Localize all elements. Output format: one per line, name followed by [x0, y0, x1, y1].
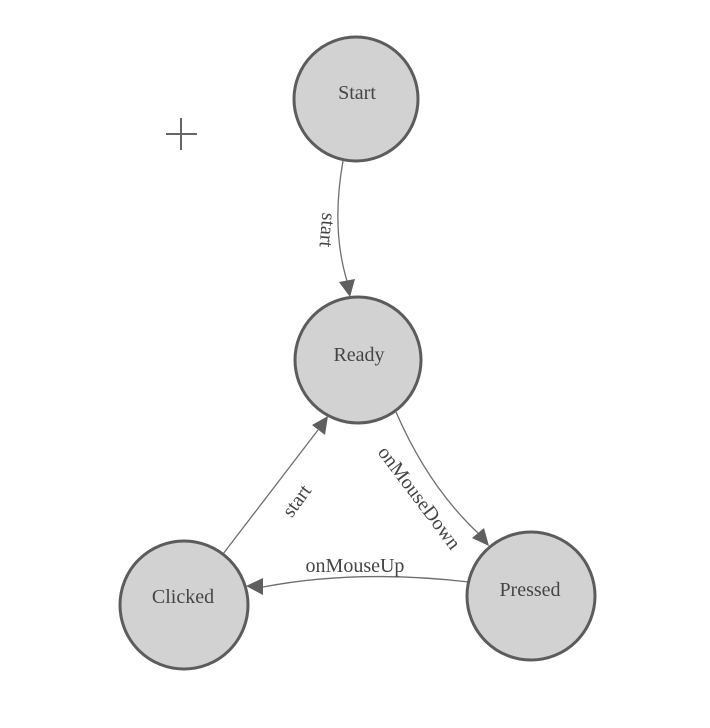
edge-label-onmouseup: onMouseUp	[306, 555, 405, 577]
node-label: Clicked	[152, 586, 214, 608]
state-node-ready[interactable]: Ready	[293, 295, 423, 425]
node-label: Start	[338, 82, 376, 104]
edge-label-start-bottom: start	[278, 480, 316, 521]
node-circle[interactable]	[293, 295, 423, 425]
state-node-clicked[interactable]: Clicked	[118, 539, 250, 671]
node-label: Ready	[333, 344, 384, 366]
transition-edge-pressed-to-clicked[interactable]: onMouseUp	[246, 555, 470, 595]
edge-path[interactable]	[262, 575, 470, 588]
arrowhead-icon	[246, 578, 263, 595]
node-circle[interactable]	[465, 530, 597, 662]
arrowhead-icon	[339, 279, 355, 297]
state-node-start[interactable]: Start	[292, 35, 420, 163]
node-circle[interactable]	[118, 539, 250, 671]
edge-path[interactable]	[337, 160, 348, 282]
node-label: Pressed	[499, 579, 560, 601]
edge-label-start-top: start	[315, 212, 340, 249]
transition-edge-clicked-to-ready[interactable]: start	[222, 416, 328, 555]
transition-edge-ready-to-pressed[interactable]: onMouseDown	[373, 411, 489, 554]
edge-path[interactable]	[222, 429, 319, 555]
arrowhead-icon	[472, 528, 489, 546]
edge-path[interactable]	[395, 411, 479, 534]
node-circle[interactable]	[292, 35, 420, 163]
state-node-pressed[interactable]: Pressed	[465, 530, 597, 662]
crosshair-icon	[166, 118, 197, 150]
transition-edge-start-to-ready[interactable]: start	[315, 160, 355, 297]
arrowhead-icon	[312, 416, 328, 435]
